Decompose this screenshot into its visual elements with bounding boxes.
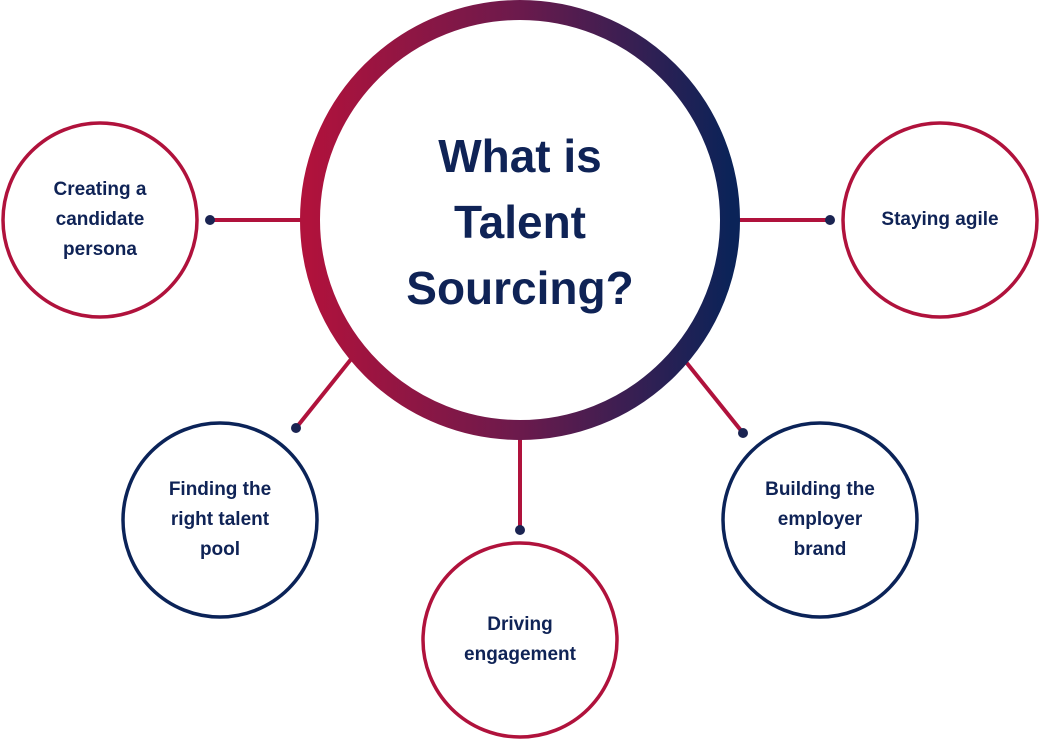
connector-bottom-right bbox=[684, 360, 745, 435]
node-label-line: pool bbox=[199, 539, 241, 560]
node-circle-staying-agile bbox=[841, 121, 1039, 319]
node-label-line: candidate bbox=[55, 209, 145, 230]
central-title-line: What is bbox=[438, 130, 602, 182]
node-label-line: Staying agile bbox=[881, 209, 999, 230]
node-label-line: persona bbox=[63, 239, 137, 260]
node-label-staying-agile: Staying agile bbox=[855, 135, 1025, 305]
node-label-line: Driving bbox=[487, 614, 553, 635]
node-label-line: engagement bbox=[464, 644, 576, 665]
connector-dot-bottom bbox=[515, 525, 525, 535]
connector-bottom-left bbox=[294, 356, 354, 430]
node-label-building-employer-brand: Building the employer brand bbox=[735, 435, 905, 605]
connector-dot-bottom-left bbox=[291, 423, 301, 433]
node-label-line: Creating a bbox=[53, 179, 147, 200]
node-label-line: Finding the bbox=[168, 479, 272, 500]
node-circle-driving-engagement bbox=[421, 541, 619, 739]
connector-dot-left bbox=[205, 215, 215, 225]
node-label-line: Building the bbox=[765, 479, 875, 500]
central-title-line: Talent bbox=[453, 196, 587, 248]
central-title-line: Sourcing? bbox=[406, 262, 634, 314]
connector-dot-right bbox=[825, 215, 835, 225]
central-title: What is Talent Sourcing? bbox=[370, 72, 670, 372]
node-label-line: right talent bbox=[170, 509, 270, 530]
node-label-driving-engagement: Driving engagement bbox=[435, 555, 605, 725]
node-circle-finding-right-talent-pool bbox=[121, 421, 319, 619]
central-circle bbox=[300, 0, 740, 440]
node-label-finding-right-talent-pool: Finding the right talent pool bbox=[135, 435, 305, 605]
node-circle-building-employer-brand bbox=[721, 421, 919, 619]
node-label-line: brand bbox=[793, 539, 847, 560]
node-circle-creating-candidate-persona bbox=[1, 121, 199, 319]
node-label-creating-candidate-persona: Creating a candidate persona bbox=[15, 135, 185, 305]
node-label-line: employer bbox=[777, 509, 863, 530]
connector-dot-bottom-right bbox=[738, 428, 748, 438]
